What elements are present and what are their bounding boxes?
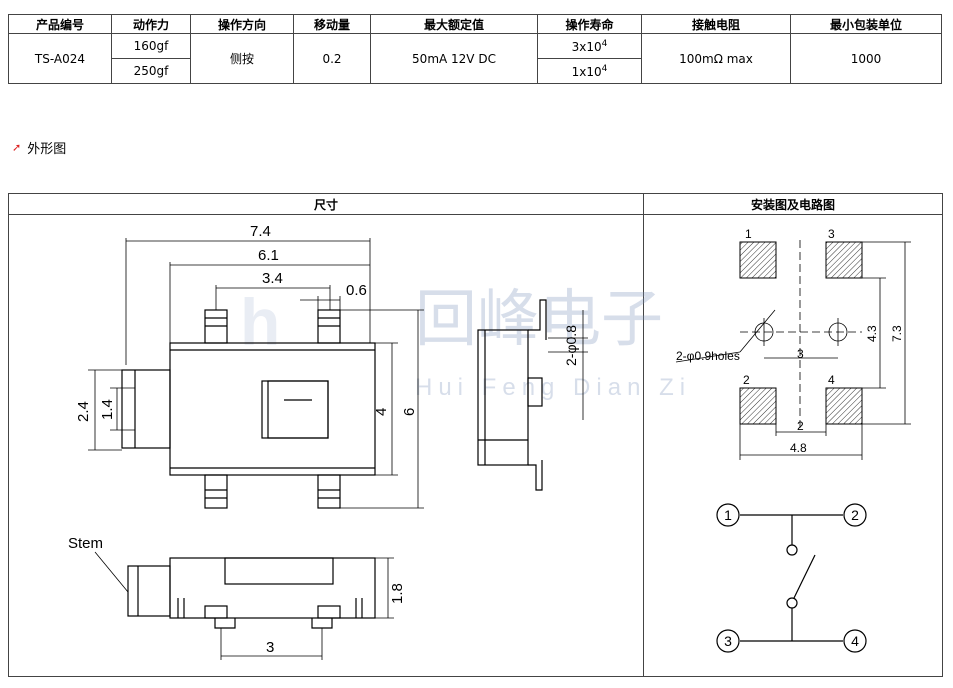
- pin-3-label: 3: [828, 227, 835, 241]
- outline-drawing-panel: 尺寸 安装图及电路图: [8, 193, 943, 677]
- stem-label: Stem: [68, 535, 103, 552]
- dim-0-6: 0.6: [346, 282, 367, 299]
- mounting-footprint: [739, 241, 863, 425]
- dim-3-bottom: 3: [266, 639, 274, 656]
- direction-value: 侧按: [190, 33, 294, 84]
- header-resistance: 接触电阻: [641, 14, 791, 34]
- red-arrow-icon: ➚: [12, 141, 22, 154]
- node-1-label: 1: [724, 507, 732, 523]
- spec-header-row: 产品编号 动作力 操作方向 移动量 最大额定值 操作寿命 接触电阻 最小包装单位: [8, 14, 942, 34]
- node-2-label: 2: [851, 507, 859, 523]
- dim-7-3: 7.3: [890, 325, 904, 342]
- header-part-number: 产品编号: [8, 14, 112, 34]
- dim-1-8: 1.8: [389, 583, 406, 604]
- panel-divider: [643, 214, 644, 676]
- pin-4-label: 4: [828, 373, 835, 387]
- mounting-header: 安装图及电路图: [644, 194, 942, 215]
- header-direction: 操作方向: [190, 14, 294, 34]
- pad-3: [825, 241, 863, 279]
- top-view-dims: [88, 238, 424, 509]
- spec-row: 250gf 1x104: [9, 58, 942, 84]
- watermark-cn: 回峰电子: [415, 285, 663, 354]
- travel-value: 0.2: [293, 33, 371, 84]
- pin-2-label: 2: [743, 373, 750, 387]
- node-1: [716, 503, 740, 527]
- bottom-view-dims: [94, 551, 394, 660]
- node-4-label: 4: [851, 633, 859, 649]
- bottom-view: [127, 557, 376, 629]
- header-rating: 最大额定值: [370, 14, 538, 34]
- force-value-2: 250gf: [111, 58, 191, 84]
- dimensions-header: 尺寸: [9, 194, 644, 215]
- dim-2-4: 2.4: [75, 401, 92, 422]
- spec-table: 产品编号 动作力 操作方向 移动量 最大额定值 操作寿命 接触电阻 最小包装单位…: [8, 14, 942, 84]
- side-view: [477, 299, 547, 491]
- side-view-dims: [548, 310, 588, 420]
- section-title: ➚ 外形图: [12, 138, 66, 157]
- node-2: [843, 503, 867, 527]
- pad-4: [825, 387, 863, 425]
- switch-lever: [793, 554, 816, 599]
- switch-contact-bottom: [786, 597, 798, 609]
- node-3: [716, 629, 740, 653]
- header-force: 动作力: [111, 14, 191, 34]
- mounting-lines: [675, 240, 911, 460]
- switch-contact-top: [786, 544, 798, 556]
- pad-1: [739, 241, 777, 279]
- min-pack-value: 1000: [790, 33, 942, 84]
- force-value-1: 160gf: [111, 33, 191, 59]
- header-life: 操作寿命: [537, 14, 642, 34]
- dim-4: 4: [373, 408, 390, 416]
- node-3-label: 3: [724, 633, 732, 649]
- node-4: [843, 629, 867, 653]
- dim-7-4: 7.4: [250, 223, 271, 240]
- dim-3-holes: 3: [797, 347, 804, 361]
- rating-value: 50mA 12V DC: [370, 33, 538, 84]
- circuit-diagram: [716, 503, 867, 653]
- life-value-1: 3x104: [537, 33, 642, 59]
- top-view-labels: 7.4 6.1 3.4 0.6 2.4 1.4 4 6: [75, 223, 418, 422]
- section-title-text: 外形图: [27, 142, 67, 157]
- watermark-logo-text: h: [240, 285, 280, 359]
- life-value-2: 1x104: [537, 58, 642, 84]
- dim-2-pads: 2: [797, 419, 804, 433]
- pin-1-label: 1: [745, 227, 752, 241]
- dim-6: 6: [401, 408, 418, 416]
- spec-row: TS-A024 160gf 侧按 0.2 50mA 12V DC 3x104 1…: [8, 33, 942, 84]
- circuit-labels: 1 2 3 4: [724, 507, 859, 649]
- part-number: TS-A024: [8, 33, 112, 84]
- holes-label: 2-φ0.9holes: [676, 349, 740, 363]
- watermark: h 回峰电子 Hui Feng Dian Zi: [240, 285, 691, 401]
- dim-4-8: 4.8: [790, 441, 807, 455]
- dim-6-1: 6.1: [258, 247, 279, 264]
- pad-2: [739, 387, 777, 425]
- dim-3-4: 3.4: [262, 270, 283, 287]
- mounting-labels: 1 3 2 4 2-φ0.9holes 3 2 4.8 4.3 7.3: [676, 227, 904, 455]
- dim-1-4: 1.4: [99, 399, 116, 420]
- dim-2-phi-0-8: 2-φ0.8: [563, 325, 579, 366]
- watermark-en: Hui Feng Dian Zi: [415, 374, 691, 401]
- dim-4-3: 4.3: [865, 325, 879, 342]
